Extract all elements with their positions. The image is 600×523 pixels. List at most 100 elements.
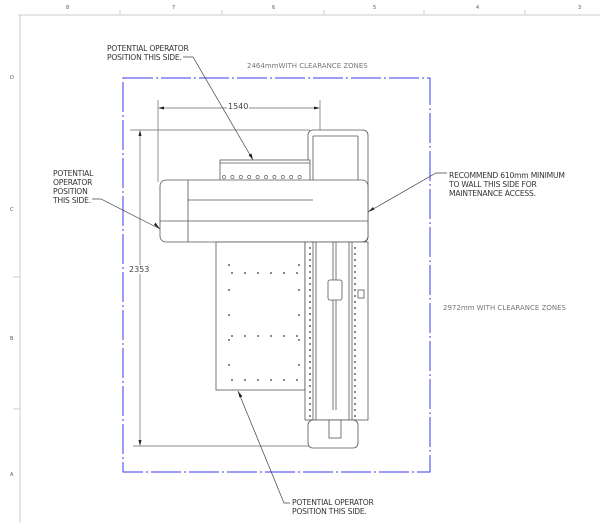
mounting-hole [309, 325, 311, 327]
mounting-hole [354, 415, 356, 417]
mounting-hole [244, 379, 246, 381]
table-plate [215, 241, 306, 391]
mounting-hole [354, 325, 356, 327]
fixture-hole [264, 175, 268, 179]
width-dimension: 1540 [227, 102, 250, 111]
mounting-hole [354, 385, 356, 387]
mounting-hole [309, 355, 311, 357]
fixture-hole [280, 175, 285, 179]
note-top-operator: POTENTIAL OPERATOR POSITION THIS SIDE. [107, 44, 189, 62]
mounting-hole [296, 379, 298, 381]
mounting-hole [309, 295, 311, 297]
mounting-hole [309, 373, 311, 375]
fixture-hole [272, 175, 277, 179]
fixture-hole [247, 175, 252, 179]
fixture-hole [222, 175, 226, 179]
mounting-hole [354, 283, 356, 285]
mounting-hole [354, 247, 356, 249]
mounting-hole [257, 272, 259, 274]
column-label: 4 [476, 5, 479, 11]
zone-labels: 8 7 6 5 4 3 D C B A [10, 5, 581, 478]
mounting-hole [354, 289, 356, 291]
mounting-hole [270, 335, 272, 337]
mounting-hole [354, 361, 356, 363]
mounting-hole [309, 409, 311, 411]
fixture-hole [255, 175, 260, 179]
mounting-holes [228, 247, 356, 417]
row-label: A [10, 472, 14, 478]
mounting-hole [354, 253, 356, 255]
mounting-hole [228, 339, 230, 341]
mounting-hole [228, 364, 230, 366]
fixture-hole [238, 175, 243, 179]
mounting-hole [231, 335, 233, 337]
mounting-hole [354, 259, 356, 261]
mounting-hole [354, 355, 356, 357]
leader-lines [92, 56, 447, 504]
mounting-hole [309, 265, 311, 267]
mounting-hole [354, 265, 356, 267]
mounting-hole [228, 264, 230, 266]
column-label: 6 [272, 5, 275, 11]
mounting-hole [309, 313, 311, 315]
mounting-hole [298, 264, 300, 266]
mounting-hole [228, 289, 230, 291]
mounting-hole [354, 379, 356, 381]
linear-rail [304, 241, 369, 421]
note-left-operator: POTENTIAL OPERATOR POSITION THIS SIDE. [53, 169, 94, 205]
fixture-hole [230, 175, 235, 179]
clearance-zone-boundary [122, 77, 431, 473]
mounting-hole [354, 373, 356, 375]
fixture-holes [222, 175, 302, 179]
depth-dimension: 2353 [128, 265, 151, 274]
note-maintenance-access: RECOMMEND 610mm MINIMUM TO WALL THIS SID… [449, 171, 565, 198]
mounting-hole [309, 259, 311, 261]
column-label: 5 [373, 5, 376, 11]
mounting-hole [309, 289, 311, 291]
mounting-hole [309, 319, 311, 321]
note-bottom-operator: POTENTIAL OPERATOR POSITION THIS SIDE. [292, 498, 374, 516]
mounting-hole [309, 379, 311, 381]
mounting-hole [354, 409, 356, 411]
mounting-hole [354, 343, 356, 345]
clearance-width-label: 2464mmWITH CLEARANCE ZONES [247, 62, 368, 70]
mounting-hole [244, 272, 246, 274]
mounting-hole [354, 319, 356, 321]
mounting-hole [244, 335, 246, 337]
mounting-hole [309, 253, 311, 255]
mounting-hole [309, 415, 311, 417]
leader-arrows [154, 153, 375, 398]
mounting-hole [309, 349, 311, 351]
mounting-hole [298, 364, 300, 366]
row-label: C [10, 207, 14, 213]
mounting-hole [298, 314, 300, 316]
fixture-hole [297, 175, 302, 179]
mounting-hole [298, 289, 300, 291]
mounting-hole [228, 314, 230, 316]
mounting-hole [270, 272, 272, 274]
mounting-hole [354, 367, 356, 369]
mounting-hole [309, 367, 311, 369]
mounting-hole [309, 391, 311, 393]
mounting-hole [354, 331, 356, 333]
mounting-hole [354, 397, 356, 399]
mounting-hole [270, 379, 272, 381]
mounting-hole [309, 361, 311, 363]
mounting-hole [354, 301, 356, 303]
mounting-hole [354, 403, 356, 405]
machine-top-view [159, 129, 369, 449]
column-label: 7 [172, 5, 175, 11]
column-label: 3 [578, 5, 581, 11]
mounting-hole [309, 271, 311, 273]
main-beam [159, 179, 369, 243]
mounting-hole [309, 283, 311, 285]
mounting-hole [309, 385, 311, 387]
mounting-hole [231, 379, 233, 381]
mounting-hole [309, 277, 311, 279]
mounting-hole [283, 379, 285, 381]
mounting-hole [309, 247, 311, 249]
mounting-hole [354, 307, 356, 309]
mounting-hole [283, 272, 285, 274]
